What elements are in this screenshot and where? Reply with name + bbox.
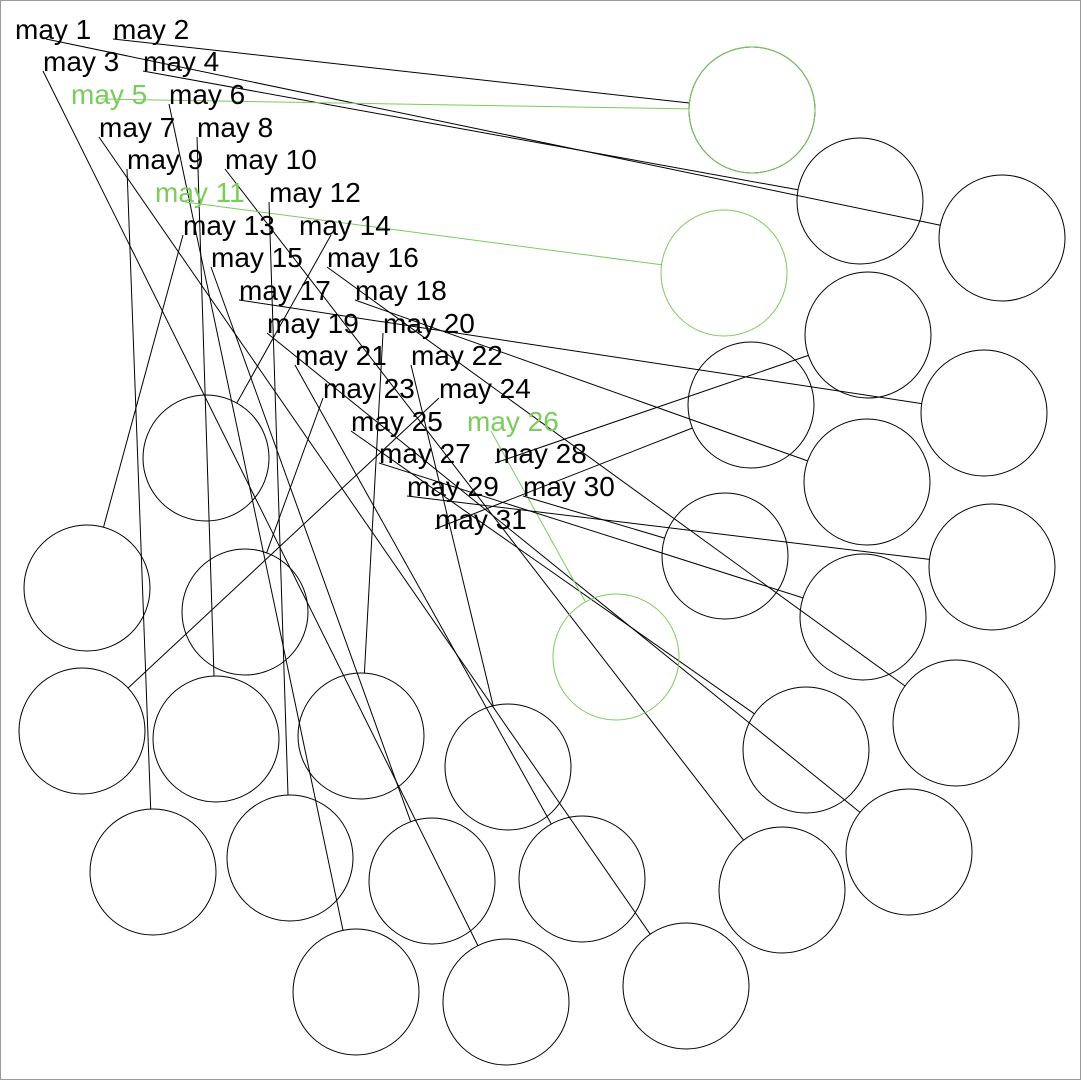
connector-may-17 (238, 299, 922, 405)
circle-may-18 (803, 418, 931, 546)
label-may-25: may 25 (351, 406, 443, 437)
label-may-28: may 28 (495, 438, 587, 469)
circle-may-29 (928, 503, 1056, 631)
connector-may-18 (354, 299, 808, 462)
label-may-23: may 23 (323, 373, 415, 404)
connector-may-13 (103, 234, 184, 528)
label-may-19: may 19 (267, 308, 359, 339)
connector-may-10 (224, 168, 744, 841)
connector-may-21 (294, 364, 552, 825)
connector-may-20 (363, 332, 384, 674)
circle-may-2 (688, 46, 816, 174)
connector-may-1 (45, 38, 941, 226)
label-may-22: may 22 (411, 340, 503, 371)
label-may-15: may 15 (211, 242, 303, 273)
circle-may-24 (18, 667, 146, 795)
connector-may-16 (326, 266, 906, 687)
connector-may-3 (42, 70, 479, 946)
label-may-5: may 5 (71, 79, 147, 110)
connector-may-12 (268, 201, 289, 796)
connector-may-7 (98, 136, 651, 935)
label-may-9: may 9 (127, 144, 203, 175)
label-may-29: may 29 (407, 471, 499, 502)
circle-may-13 (23, 524, 151, 652)
label-may-11: may 11 (155, 177, 245, 208)
connector-may-4 (142, 70, 799, 191)
label-may-21: may 21 (295, 340, 387, 371)
connector-may-24 (127, 397, 440, 689)
label-may-16: may 16 (327, 242, 419, 273)
connector-may-31 (434, 427, 693, 530)
circle-may-12 (226, 794, 354, 922)
connector-may-22 (410, 364, 494, 706)
circle-may-22 (444, 703, 572, 831)
label-may-4: may 4 (143, 46, 219, 77)
circle-may-17 (920, 349, 1048, 477)
connector-may-11 (184, 201, 662, 266)
circle-may-3 (442, 938, 570, 1066)
circle-may-19 (845, 788, 973, 916)
label-may-24: may 24 (439, 373, 531, 404)
label-may-26: may 26 (467, 406, 559, 437)
circle-may-10 (718, 826, 846, 954)
label-may-31: may 31 (435, 504, 527, 535)
circle-may-20 (297, 672, 425, 800)
label-may-3: may 3 (43, 46, 119, 77)
label-may-6: may 6 (169, 79, 245, 110)
connector-lines (42, 38, 941, 946)
connector-may-30 (522, 495, 665, 539)
label-may-10: may 10 (225, 144, 317, 175)
circle-may-14 (142, 394, 270, 522)
circle-may-30 (661, 492, 789, 620)
day-circles (18, 46, 1066, 1066)
circle-may-26 (552, 593, 680, 721)
circle-may-5 (688, 46, 816, 174)
label-may-18: may 18 (355, 275, 447, 306)
connector-may-14 (236, 234, 332, 404)
connector-may-27 (378, 462, 804, 599)
label-may-20: may 20 (383, 308, 475, 339)
circle-may-1 (938, 174, 1066, 302)
connector-may-2 (112, 38, 690, 104)
circle-may-16 (892, 659, 1020, 787)
connector-may-23 (266, 397, 324, 553)
connector-may-15 (210, 266, 412, 822)
circle-may-31 (687, 341, 815, 469)
label-may-8: may 8 (197, 112, 273, 143)
connector-may-25 (350, 430, 755, 715)
connector-may-6 (168, 103, 344, 931)
circle-may-28 (804, 271, 932, 399)
connector-may-8 (196, 136, 215, 677)
circle-may-27 (799, 553, 927, 681)
connector-may-19 (266, 332, 861, 813)
circle-may-9 (89, 808, 217, 936)
circle-may-4 (796, 137, 924, 265)
label-may-27: may 27 (379, 438, 471, 469)
circle-may-15 (368, 817, 496, 945)
circle-may-7 (622, 922, 750, 1050)
connector-may-9 (126, 168, 152, 810)
circle-may-6 (292, 928, 420, 1056)
circle-may-23 (181, 548, 309, 676)
circle-may-21 (518, 815, 646, 943)
circle-may-8 (152, 675, 280, 803)
label-may-13: may 13 (183, 210, 275, 241)
connector-may-28 (494, 354, 809, 464)
label-may-1: may 1 (15, 14, 91, 45)
circle-may-25 (742, 686, 870, 814)
label-may-7: may 7 (99, 112, 175, 143)
label-may-30: may 30 (523, 471, 615, 502)
circle-may-11 (660, 209, 788, 337)
label-may-2: may 2 (113, 14, 189, 45)
label-may-14: may 14 (299, 210, 391, 241)
label-may-12: may 12 (269, 177, 361, 208)
label-may-17: may 17 (239, 275, 331, 306)
connector-may-5 (100, 98, 690, 110)
